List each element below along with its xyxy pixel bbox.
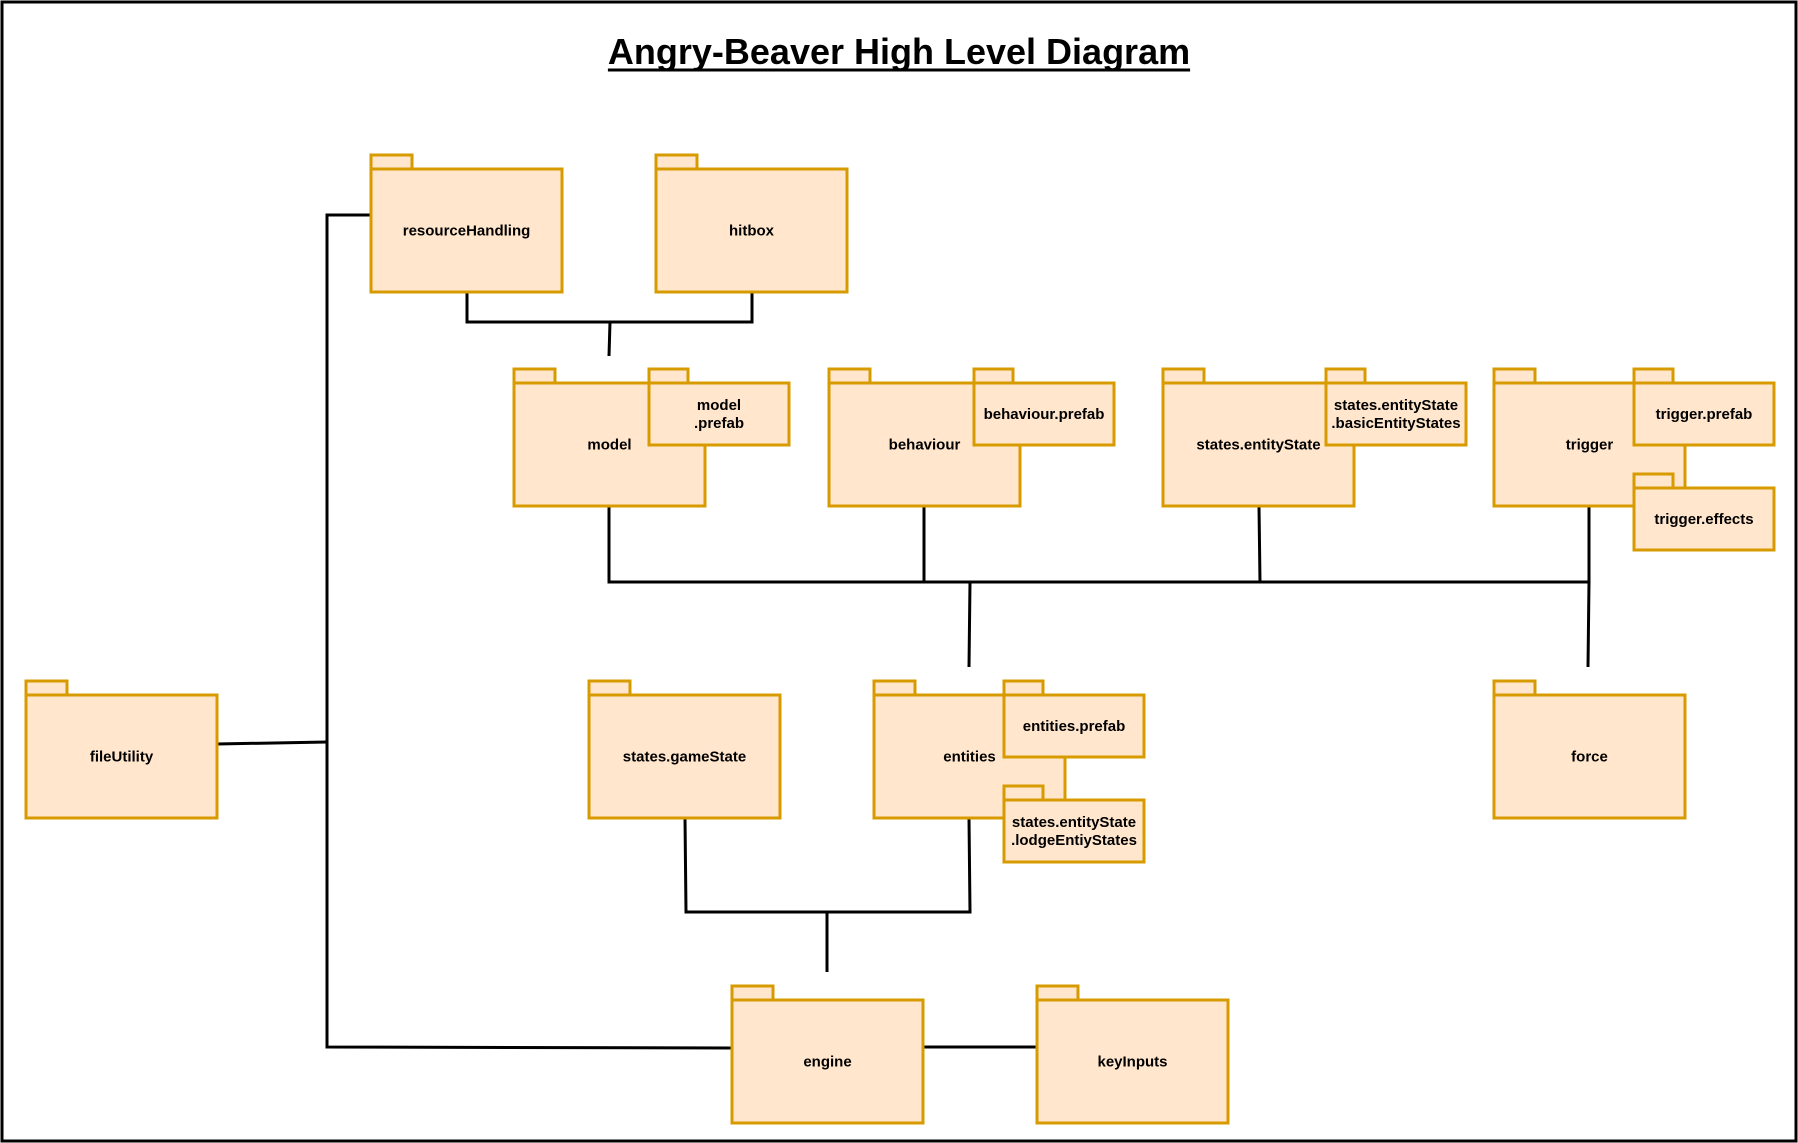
package-behaviour-prefab[interactable]: behaviour.prefab bbox=[972, 367, 1116, 447]
package-label: behaviour bbox=[889, 437, 961, 454]
package-label: trigger.prefab bbox=[1656, 406, 1753, 423]
package-tab bbox=[1632, 472, 1675, 490]
package-label: trigger.effects bbox=[1654, 511, 1753, 528]
package-label: model bbox=[697, 397, 741, 414]
package-tab bbox=[730, 984, 775, 1002]
package-label: resourceHandling bbox=[403, 223, 531, 240]
connector-states-gamestate-engine bbox=[683, 817, 972, 914]
connector-fileutility-engine bbox=[325, 213, 733, 1050]
package-keyinputs[interactable]: keyInputs bbox=[1035, 984, 1230, 1125]
package-states-entitystate-basic[interactable]: states.entityState.basicEntityStates bbox=[1324, 367, 1468, 447]
package-label: model bbox=[587, 437, 631, 454]
package-label: engine bbox=[803, 1054, 851, 1071]
package-body bbox=[369, 167, 564, 294]
package-resourceHandling[interactable]: resourceHandling bbox=[369, 153, 564, 294]
package-tab bbox=[1492, 367, 1537, 385]
package-body bbox=[1324, 381, 1468, 447]
package-states-gamestate[interactable]: states.gameState bbox=[587, 679, 782, 820]
package-body bbox=[1492, 693, 1687, 820]
package-hitbox[interactable]: hitbox bbox=[654, 153, 849, 294]
package-tab bbox=[1492, 679, 1537, 697]
package-tab bbox=[24, 679, 69, 697]
package-engine[interactable]: engine bbox=[730, 984, 925, 1125]
package-tab bbox=[369, 153, 414, 171]
package-body bbox=[1002, 693, 1146, 759]
package-tab bbox=[647, 367, 690, 385]
package-label: states.entityState bbox=[1334, 397, 1458, 414]
package-model-prefab[interactable]: model.prefab bbox=[647, 367, 791, 447]
connectors bbox=[216, 213, 1591, 1050]
package-body bbox=[1002, 798, 1146, 864]
package-body bbox=[1632, 486, 1776, 552]
connector-fileutility-resourceHandling bbox=[216, 740, 328, 746]
package-label: hitbox bbox=[729, 223, 775, 240]
package-label: entities bbox=[943, 749, 996, 766]
connector-hitbox-model bbox=[607, 321, 612, 357]
package-tab bbox=[1002, 679, 1045, 697]
package-force[interactable]: force bbox=[1492, 679, 1687, 820]
package-label: keyInputs bbox=[1097, 1054, 1167, 1071]
package-body bbox=[24, 693, 219, 820]
package-tab bbox=[872, 679, 917, 697]
package-tab bbox=[654, 153, 699, 171]
package-tab bbox=[512, 367, 557, 385]
package-label: states.entityState bbox=[1012, 814, 1136, 831]
package-body bbox=[1035, 998, 1230, 1125]
package-trigger-prefab[interactable]: trigger.prefab bbox=[1632, 367, 1776, 447]
package-fileutility[interactable]: fileUtility bbox=[24, 679, 219, 820]
connector-model-entities bbox=[607, 506, 1591, 584]
package-body bbox=[654, 167, 849, 294]
package-label: states.entityState bbox=[1196, 437, 1320, 454]
package-label: states.gameState bbox=[623, 749, 746, 766]
package-label: .lodgeEntiyStates bbox=[1011, 832, 1137, 849]
package-body bbox=[972, 381, 1116, 447]
package-body bbox=[1632, 381, 1776, 447]
package-tab bbox=[587, 679, 632, 697]
connector-trigger-force bbox=[1586, 581, 1591, 668]
package-label: .prefab bbox=[694, 415, 744, 432]
package-tab bbox=[827, 367, 872, 385]
package-label: force bbox=[1571, 749, 1608, 766]
package-label: .basicEntityStates bbox=[1331, 415, 1460, 432]
connector-trigger-entities bbox=[967, 581, 972, 668]
package-label: behaviour.prefab bbox=[984, 406, 1105, 423]
connector-resourceHandling-model bbox=[465, 292, 754, 324]
package-trigger-effects[interactable]: trigger.effects bbox=[1632, 472, 1776, 552]
diagram-title: Angry-Beaver High Level Diagram bbox=[608, 31, 1190, 72]
package-body bbox=[647, 381, 791, 447]
package-label: trigger bbox=[1566, 437, 1614, 454]
package-entities-prefab[interactable]: entities.prefab bbox=[1002, 679, 1146, 759]
package-tab bbox=[1035, 984, 1080, 1002]
package-label: entities.prefab bbox=[1023, 718, 1126, 735]
package-tab bbox=[1002, 784, 1045, 802]
package-tab bbox=[1324, 367, 1367, 385]
package-tab bbox=[972, 367, 1015, 385]
package-states-entitystate[interactable]: states.entityState bbox=[1161, 367, 1356, 508]
package-body bbox=[587, 693, 782, 820]
package-label: fileUtility bbox=[90, 749, 154, 766]
package-tab bbox=[1161, 367, 1206, 385]
package-tab bbox=[1632, 367, 1675, 385]
package-body bbox=[1161, 381, 1356, 508]
package-states-entitystate-lodge[interactable]: states.entityState.lodgeEntiyStates bbox=[1002, 784, 1146, 864]
connector-states-entitystate-entities bbox=[1257, 505, 1262, 583]
package-body bbox=[730, 998, 925, 1125]
